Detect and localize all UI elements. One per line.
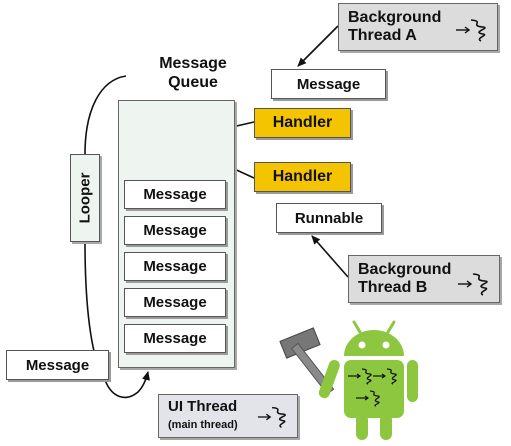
message-queue-title: Message Queue [138, 54, 248, 92]
looper-label: Looper [76, 172, 94, 224]
ui-thread-line1: UI Thread [168, 398, 238, 415]
ui-thread-line2: (main thread) [168, 419, 238, 431]
thread-b-line2: Thread B [358, 279, 428, 296]
thread-a-line1: Background [348, 9, 442, 26]
ui-thread: UI Thread (main thread) [158, 394, 298, 438]
handler-box-2: Handler [254, 162, 351, 192]
arrow-thread-b-to-runnable [311, 235, 349, 278]
background-thread-a: Background Thread A [338, 3, 498, 51]
message-box-left: Message [6, 350, 109, 380]
handler-box-1: Handler [254, 108, 351, 138]
thread-a-line2: Thread A [348, 27, 417, 44]
runnable-box: Runnable [276, 203, 382, 233]
arrow-thread-a-to-message [297, 25, 339, 67]
looper-loop-top [84, 75, 127, 155]
queue-title-line2: Queue [168, 74, 218, 91]
queue-message: Message [124, 252, 226, 281]
looper-loop-return [104, 371, 150, 399]
queue-message: Message [124, 324, 226, 353]
queue-message: Message [124, 180, 226, 209]
queue-message: Message [124, 288, 226, 317]
thread-squiggle-icon [458, 273, 488, 296]
queue-title-line1: Message [159, 55, 227, 72]
android-robot-with-hammer-icon [279, 320, 418, 440]
message-box-top: Message [271, 69, 386, 99]
background-thread-b: Background Thread B [348, 255, 500, 303]
looper-box: Looper [70, 154, 100, 242]
thread-b-line1: Background [358, 261, 452, 278]
thread-squiggle-icon [456, 19, 486, 42]
thread-squiggle-icon [257, 406, 286, 429]
queue-message: Message [124, 216, 226, 245]
